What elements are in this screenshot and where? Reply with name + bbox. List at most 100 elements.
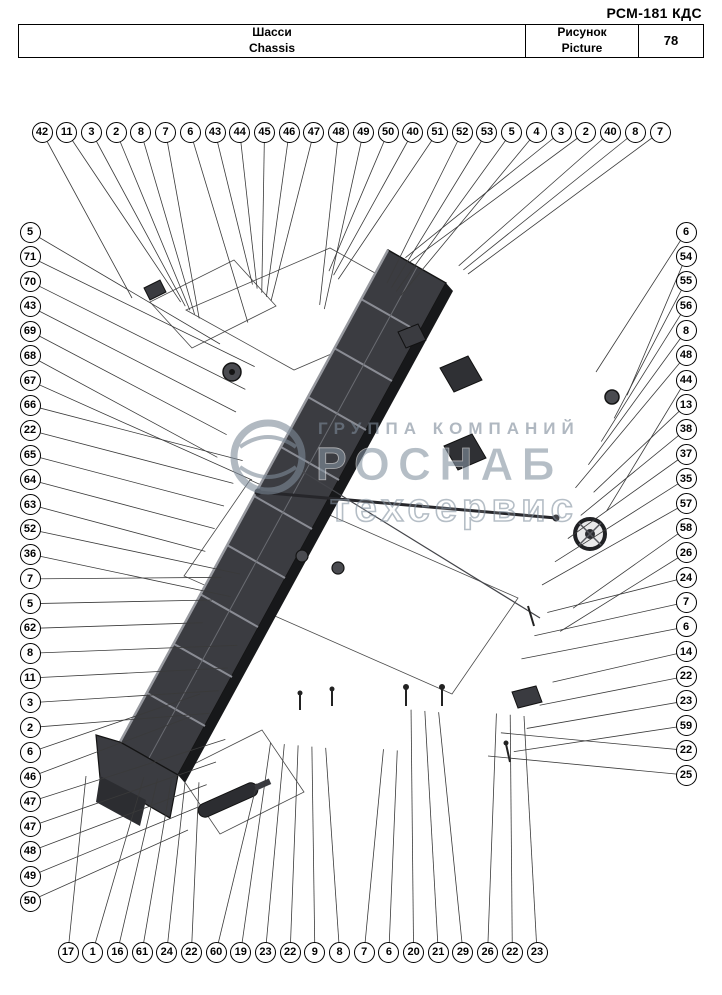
leader-line	[215, 783, 258, 953]
leader-line	[595, 231, 687, 373]
callout-balloon: 9	[304, 941, 326, 963]
callout-balloon: 47	[19, 791, 41, 813]
leader-line	[467, 131, 661, 275]
bracket	[397, 323, 427, 349]
leader-line	[463, 131, 636, 271]
support-rod	[299, 469, 541, 619]
leader-line	[575, 355, 687, 489]
leader-line	[509, 714, 513, 953]
leader-line	[289, 745, 299, 953]
callout-balloon: 19	[230, 941, 252, 963]
leader-line	[521, 626, 687, 660]
callout-balloon: 8	[624, 121, 646, 143]
leader-line	[567, 453, 687, 539]
callout-balloon: 48	[675, 344, 697, 366]
callout-balloon: 6	[19, 741, 41, 763]
callout-balloon: 50	[19, 890, 41, 912]
callout-balloon: 66	[19, 394, 41, 416]
callout-balloon: 6	[378, 941, 400, 963]
plate	[439, 355, 483, 393]
callout-balloon: 36	[19, 543, 41, 565]
leader-line	[165, 131, 200, 319]
callout-balloon: 26	[477, 941, 499, 963]
bolt	[329, 686, 335, 706]
callout-balloon: 49	[352, 121, 374, 143]
leader-line	[500, 732, 687, 751]
leader-line	[388, 750, 398, 953]
watermark-line2: РОСНАБ	[316, 438, 563, 490]
callout-balloon: 7	[155, 121, 177, 143]
title-cell: Шасси Chassis	[19, 25, 525, 57]
callout-balloon: 43	[204, 121, 226, 143]
leader-line	[270, 131, 315, 301]
bolt	[403, 684, 409, 706]
callout-balloon: 47	[19, 816, 41, 838]
callout-balloon: 2	[105, 121, 127, 143]
pin	[527, 605, 535, 627]
callout-balloon: 11	[56, 121, 78, 143]
title-table: Шасси Chassis Рисунок Picture 78	[18, 24, 704, 58]
leader-line	[554, 478, 687, 563]
leader-line	[593, 404, 687, 493]
leader-line	[29, 380, 253, 481]
callout-balloon: 53	[476, 121, 498, 143]
leader-line	[29, 738, 226, 803]
leader-line	[29, 479, 215, 530]
leader-line	[29, 761, 217, 828]
watermark-line1: ГРУППА КОМПАНИЙ	[318, 419, 580, 438]
callout-balloon: 59	[675, 715, 697, 737]
leader-line	[266, 131, 290, 297]
frame-mid-line	[148, 266, 418, 759]
callout-balloon: 69	[19, 320, 41, 342]
leader-line	[541, 503, 687, 586]
leader-line	[191, 782, 200, 953]
bolt	[297, 690, 303, 710]
callout-balloon: 51	[427, 121, 449, 143]
leader-line	[29, 693, 201, 753]
title-en: Chassis	[248, 41, 296, 55]
title-ru: Шасси	[252, 25, 292, 40]
leader-line	[513, 725, 687, 753]
leader-line	[66, 131, 181, 303]
callout-balloon: 50	[377, 121, 399, 143]
callout-balloon: 4	[525, 121, 547, 143]
leader-line	[363, 749, 384, 953]
small-roller	[295, 549, 309, 563]
leader-line	[311, 746, 316, 953]
callout-balloon: 22	[279, 941, 301, 963]
callout-balloon: 54	[675, 246, 697, 268]
leader-line	[547, 577, 687, 613]
leader-line	[29, 429, 234, 484]
leader-line	[29, 599, 213, 605]
watermark-line3: техсервис	[330, 486, 578, 530]
callout-balloon: 17	[57, 941, 79, 963]
watermark: ГРУППА КОМПАНИЙ РОСНАБ техсервис	[230, 419, 580, 531]
figure-number: 78	[638, 25, 703, 57]
leader-line	[333, 131, 414, 276]
callout-balloon: 23	[526, 941, 548, 963]
leader-line	[29, 305, 237, 413]
leader-line	[240, 742, 271, 953]
pulley-wheel	[573, 517, 607, 551]
callout-balloon: 70	[19, 271, 41, 293]
leader-line	[29, 576, 222, 580]
callout-balloon: 5	[19, 593, 41, 615]
leader-line	[580, 429, 687, 516]
leader-line	[572, 527, 687, 609]
leader-line	[29, 644, 238, 654]
figure-label-en: Picture	[561, 41, 603, 55]
callout-balloon: 37	[675, 443, 697, 465]
callout-balloon: 6	[675, 221, 697, 243]
bolt	[439, 684, 445, 706]
callout-balloon: 6	[675, 616, 697, 638]
callout-balloon: 64	[19, 469, 41, 491]
chassis-frame-edge	[178, 283, 453, 783]
outline-panel	[149, 259, 277, 349]
leader-line	[140, 131, 195, 315]
leader-line	[395, 131, 513, 292]
leader-line	[552, 651, 687, 683]
callout-balloon: 3	[19, 692, 41, 714]
leader-line	[261, 131, 265, 293]
leader-line	[391, 131, 488, 288]
